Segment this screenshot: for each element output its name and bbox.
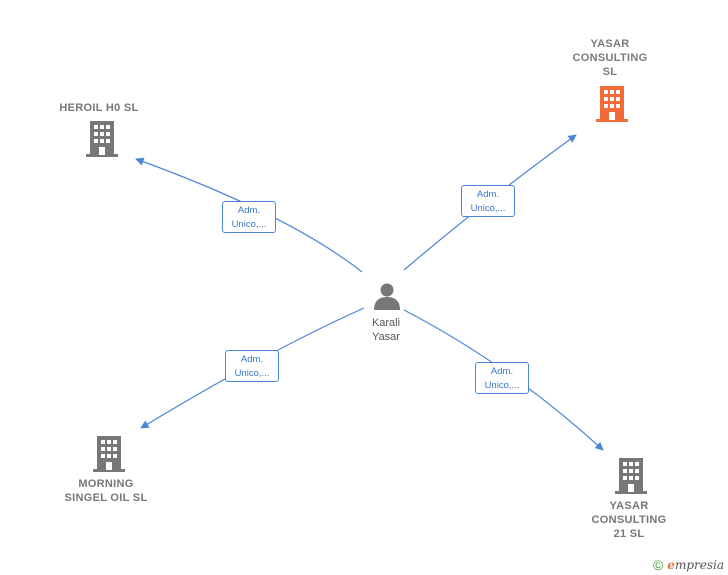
yasar-consulting-line1: YASAR [590,38,630,50]
center-name-line2: Yasar [372,331,400,343]
building-icon[interactable] [596,86,628,122]
yasar-21-line2: CONSULTING [591,514,667,526]
node-label-heroil[interactable]: HEROIL H0 SL [30,101,168,115]
copyright-icon: © [652,557,664,573]
edge-label-morning[interactable]: Adm. Unico,... [225,350,279,382]
edge-label-line1: Adm. [237,205,261,216]
building-icon[interactable] [615,458,647,494]
center-name-line1: Karali [371,317,401,329]
morning-line2: SINGEL OIL SL [64,492,148,504]
heroil-line1: HEROIL H0 SL [59,102,139,114]
yasar-consulting-line2: CONSULTING [572,52,648,64]
edge-label-line1: Adm. [490,366,514,377]
edge-label-heroil[interactable]: Adm. Unico,... [222,201,276,233]
yasar-21-line3: 21 SL [613,528,645,540]
edge-label-line1: Adm. [476,189,500,200]
building-icon[interactable] [86,121,118,157]
node-label-yasar-consulting[interactable]: YASAR CONSULTING SL [548,37,672,79]
node-label-yasar-21[interactable]: YASAR CONSULTING 21 SL [570,499,688,541]
footer-brand: © empresia [653,557,724,573]
node-label-morning[interactable]: MORNING SINGEL OIL SL [40,477,172,505]
yasar-consulting-line3: SL [602,66,618,78]
edge-label-yasar-consulting[interactable]: Adm. Unico,... [461,185,515,217]
center-person-name[interactable]: Karali Yasar [344,316,428,344]
brand-logo: empresia [667,558,724,572]
person-icon[interactable] [372,281,402,311]
morning-line1: MORNING [78,478,134,490]
edge-label-line2: Unico,... [231,219,267,230]
edge-label-line2: Unico,... [484,380,520,391]
edge-label-yasar-21[interactable]: Adm. Unico,... [475,362,529,394]
yasar-21-line1: YASAR [609,500,649,512]
edge-label-line2: Unico,... [234,368,270,379]
edge-label-line2: Unico,... [470,203,506,214]
edge-label-line1: Adm. [240,354,264,365]
building-icon[interactable] [93,436,125,472]
